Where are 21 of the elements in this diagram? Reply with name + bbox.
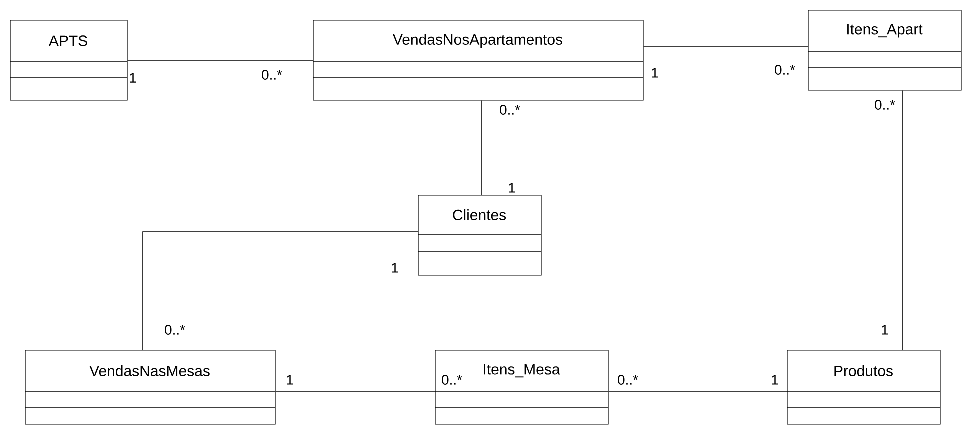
class-box: VendasNosApartamentos: [312, 20, 644, 101]
multiplicity-label: 1: [287, 375, 294, 385]
multiplicity-label: 1: [882, 325, 888, 335]
multiplicity-label: 0..*: [165, 325, 186, 335]
class-box: Clientes: [418, 195, 542, 276]
class-box: Itens_Apart: [808, 10, 962, 91]
multiplicity-label: 0..*: [775, 65, 796, 75]
association-line: [127, 60, 314, 62]
multiplicity-label: 1: [772, 375, 778, 385]
association-line: [142, 232, 418, 350]
multiplicity-label: 0..*: [875, 100, 896, 110]
class-box: APTS: [10, 20, 128, 101]
multiplicity-label: 0..*: [442, 375, 462, 385]
multiplicity-label: 1: [392, 263, 398, 273]
multiplicity-label: 0..*: [618, 375, 638, 385]
association-line: [902, 90, 904, 350]
class-box: VendasNasMesas: [24, 350, 276, 425]
multiplicity-label: 1: [130, 73, 136, 83]
class-box: Produtos: [786, 350, 941, 425]
multiplicity-label: 0..*: [262, 70, 282, 80]
association-line: [643, 46, 808, 48]
